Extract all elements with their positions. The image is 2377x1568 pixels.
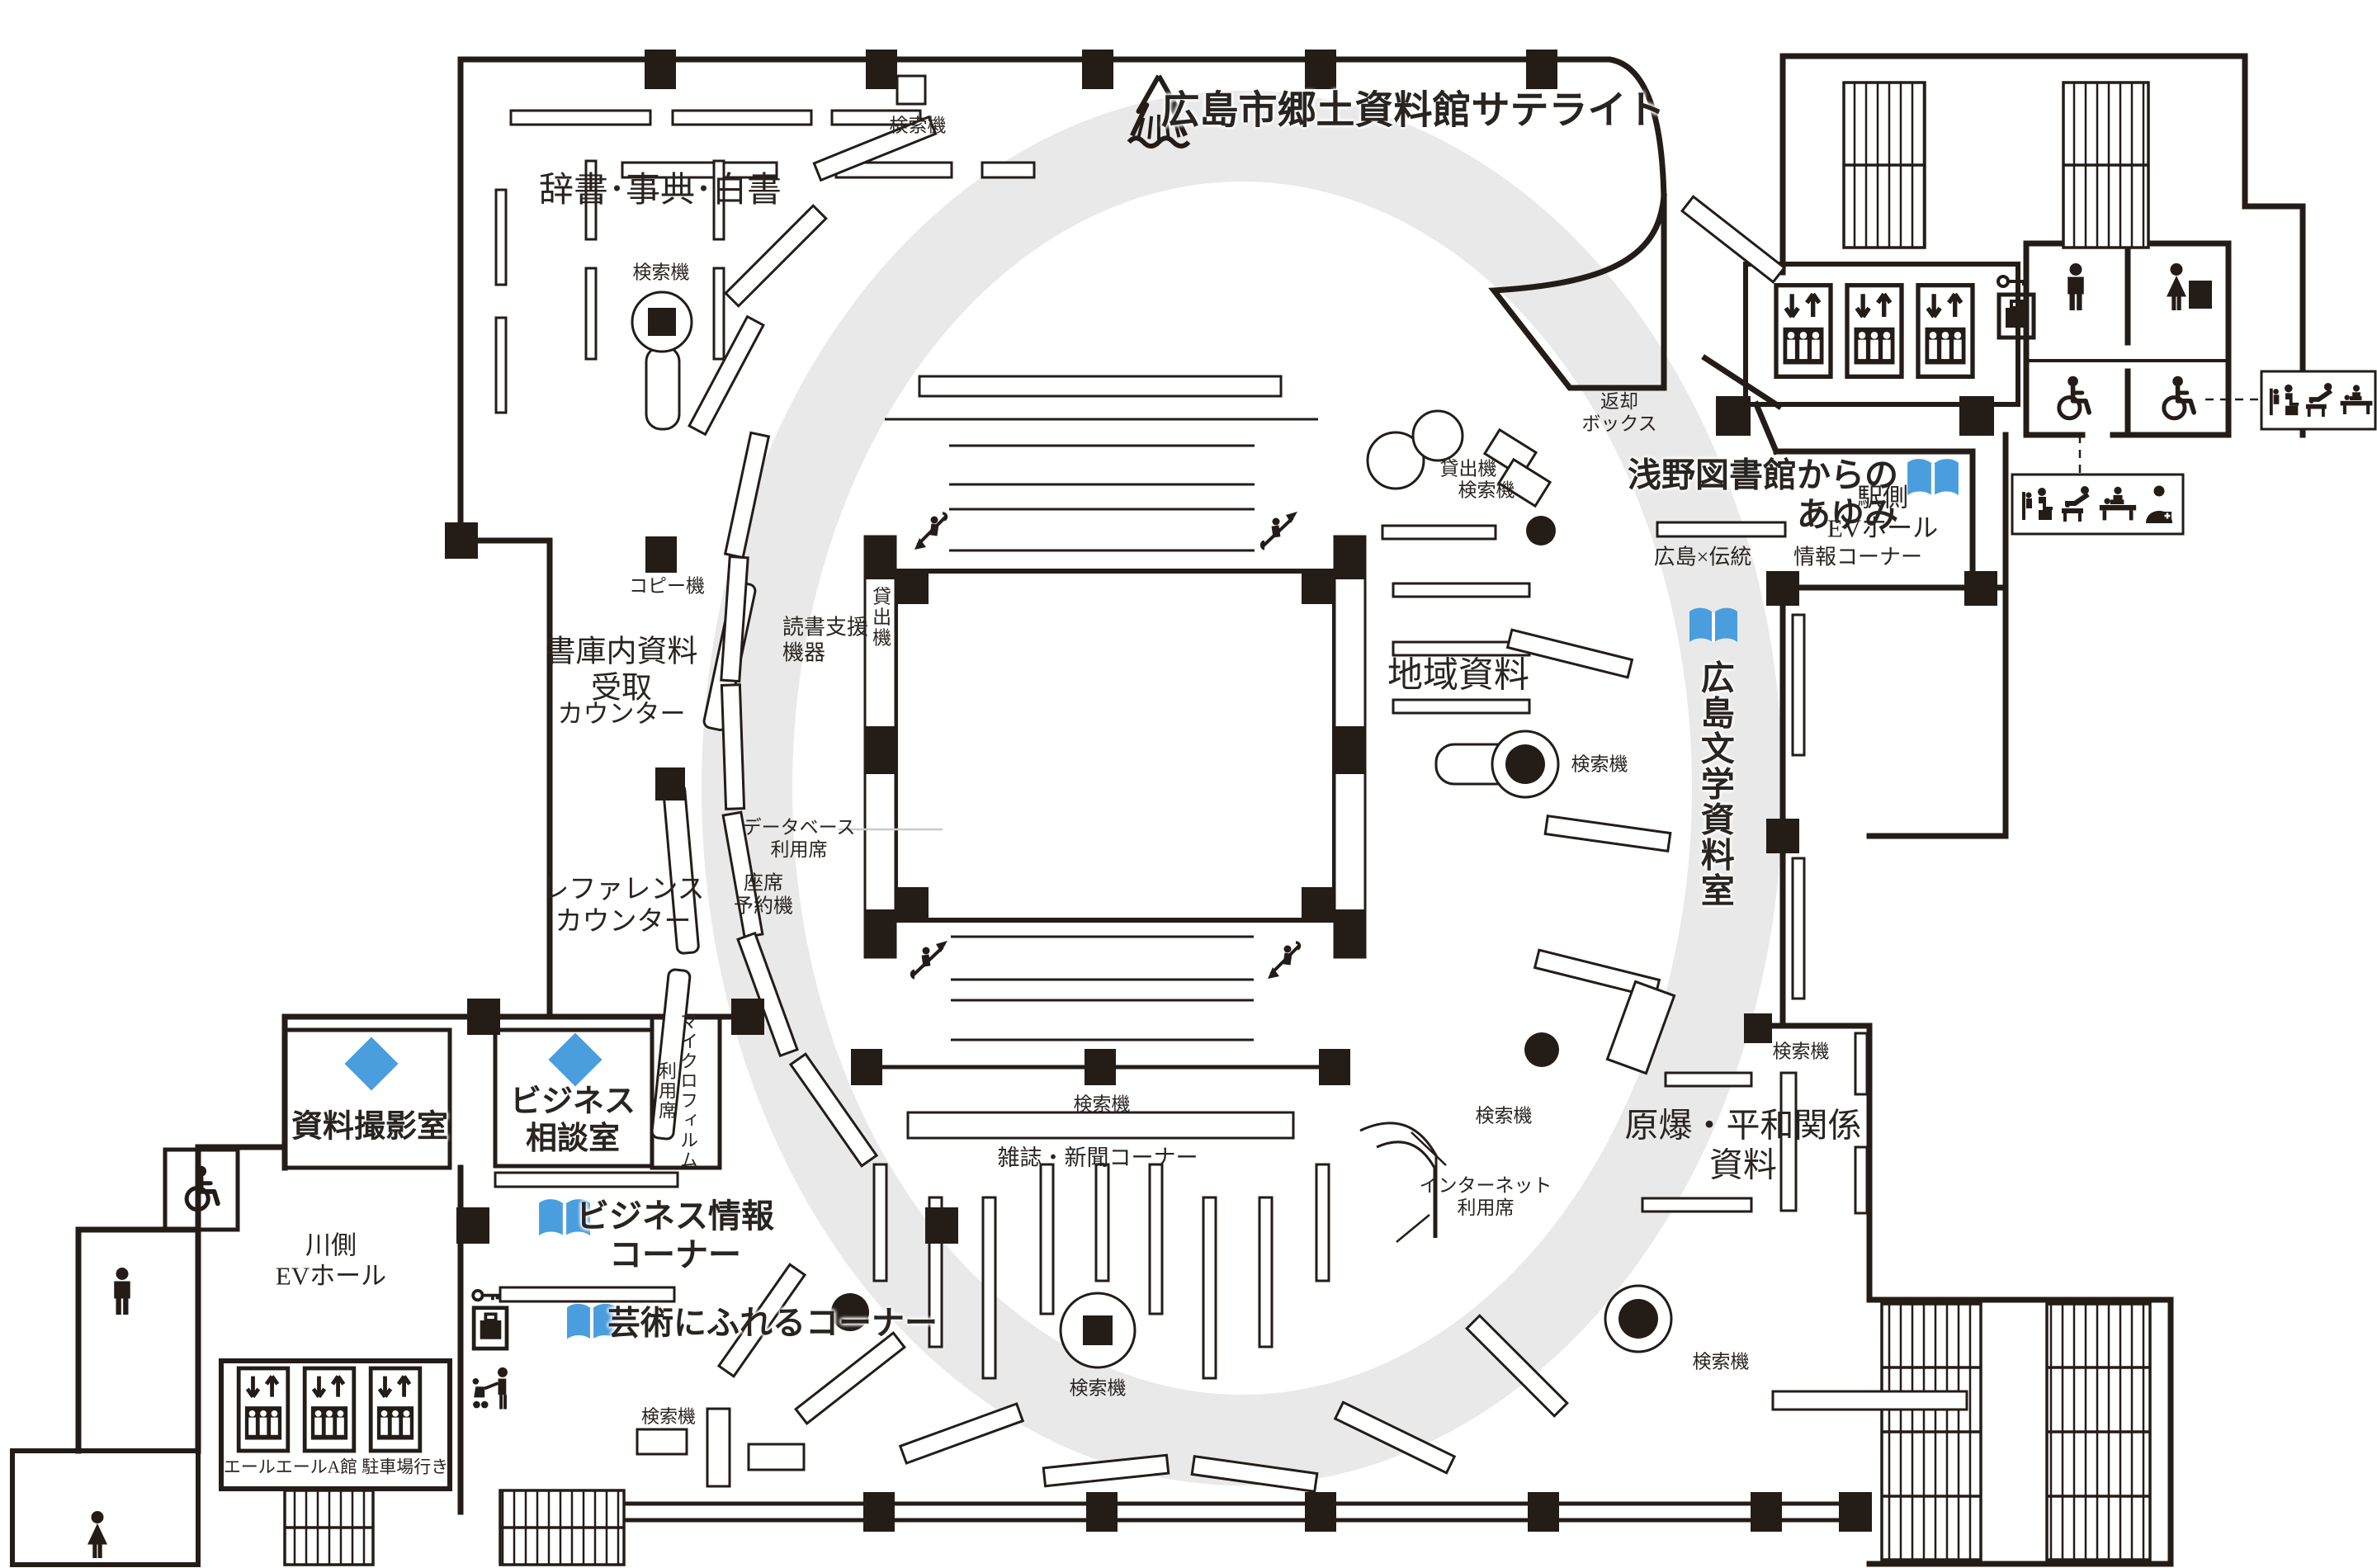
room-photography: 資料撮影室 (291, 1109, 449, 1145)
hiroshima-dento: 広島×伝統 (1653, 545, 1752, 569)
database-seats: データベース 利用席 (742, 816, 856, 860)
internet-seat (1359, 1122, 1447, 1243)
parking-elevator-note: エールエールA館 駐車場行き (223, 1457, 449, 1477)
elevator-icon (1847, 286, 1902, 377)
stack-pickup-counter-2: カウンター (557, 699, 686, 729)
magazine-newspaper-corner: 雑誌・新聞コーナー (997, 1145, 1198, 1171)
copy-machine: コピー機 (629, 575, 705, 597)
search-kiosk-dot (1524, 1032, 1559, 1067)
search-kiosk-stand (1059, 1292, 1137, 1369)
kiosk-search-10: 検索機 (640, 1406, 697, 1428)
central-void (863, 375, 1367, 1041)
reading-support: 読書支援 機器 (782, 615, 869, 664)
book-icon (1688, 607, 1739, 644)
accessible-toilet-icon (187, 1166, 218, 1210)
elevator-icon (1918, 286, 1973, 377)
stroller-icon (473, 1367, 508, 1410)
elevator-icon (371, 1368, 420, 1451)
accessible-toilet-icon (2059, 376, 2089, 418)
microfilm-seats: マイクロフィルム 利用席 (656, 1012, 698, 1170)
womens-toilet-icon (87, 1511, 107, 1558)
hiroshima-literature-room: 広島文学資料室 (1695, 659, 1734, 909)
bookshelves (494, 74, 1968, 1494)
legend-box-left (2011, 473, 2185, 536)
kiosk-search-1: 検索機 (632, 262, 690, 283)
art-corner: 芸術にふれるコーナー (607, 1305, 938, 1342)
return-box: 返却 ボックス (1581, 390, 1657, 434)
river-side-ev-hall: 川側 EVホール (275, 1230, 387, 1290)
kiosk-search-6: 検索機 (1475, 1105, 1533, 1126)
kiosk-search-5: 検索機 (1772, 1041, 1830, 1062)
kiosk-search-4: 検索機 (1571, 753, 1628, 775)
search-kiosk-stand (1604, 1284, 1673, 1353)
blue-marks (344, 458, 1960, 1340)
business-info-corner: ビジネス情報 コーナー (576, 1197, 774, 1273)
mens-toilet-icon (114, 1268, 130, 1315)
lending-machine-vertical: 貸出機 (869, 586, 891, 649)
search-stations (631, 290, 1673, 1369)
area-regional: 地域資料 (1387, 656, 1529, 696)
info-corner: 情報コーナー (1793, 545, 1923, 569)
walls (10, 53, 2306, 1567)
station-side-ev-hall: 駅側 EVホール (1826, 483, 1939, 542)
room-business-consult: ビジネス 相談室 (509, 1084, 636, 1156)
kiosk-search-8: 検索機 (1073, 1093, 1131, 1115)
reservation-room-diamond (344, 1037, 399, 1091)
search-kiosk-stand (631, 290, 693, 431)
river-ev-bank (219, 1358, 452, 1491)
kiosk-search-9: 検索機 (1069, 1377, 1127, 1399)
area-dictionary: 辞書･事典･白書 (538, 172, 782, 210)
escalator-down-icon (1266, 941, 1302, 980)
area-abomb-peace: 原爆・平和関係 資料 (1624, 1106, 1862, 1184)
escalator-down-icon (913, 512, 948, 551)
womens-toilet-icon (2167, 263, 2186, 310)
escalator-lines (885, 418, 1318, 1041)
main-title: 広島市郷土資料館サテライト (1160, 87, 1666, 132)
internet-seats: インターネット 利用席 (1419, 1174, 1552, 1218)
kiosk-search-2: 検索機 (889, 115, 947, 136)
reservation-room-diamond (548, 1032, 603, 1087)
asano-library-history: 浅野図書館からの あゆみ (1628, 456, 1898, 534)
mens-toilet-icon (2067, 263, 2084, 310)
kiosk-search-7: 検索機 (1692, 1351, 1750, 1372)
search-kiosk-dot (1526, 516, 1556, 545)
stairs (283, 81, 2152, 1566)
kiosk-search-3: 検索機 (1458, 479, 1515, 501)
escalator-up-icon (910, 939, 949, 980)
search-kiosk-dot (831, 1293, 869, 1331)
elevator-icon (239, 1368, 288, 1451)
lending-machine-2: 貸出機 (1439, 458, 1497, 479)
legend-box-right (2260, 370, 2377, 431)
elevator-icon (305, 1368, 354, 1451)
stack-pickup-counter: 書庫内資料 受取 (545, 635, 698, 705)
elevator-icon (1776, 286, 1831, 377)
reference-counter: レファレンス カウンター (541, 875, 705, 937)
legend-links (2078, 398, 2261, 475)
structural-columns (445, 50, 2212, 1532)
escalator-up-icon (1259, 510, 1299, 550)
accessible-toilet-icon (2164, 376, 2194, 418)
station-ev-bank (1776, 276, 2034, 376)
seat-reservation: 座席 予約機 (734, 872, 793, 918)
search-kiosk-stand (1434, 730, 1560, 799)
